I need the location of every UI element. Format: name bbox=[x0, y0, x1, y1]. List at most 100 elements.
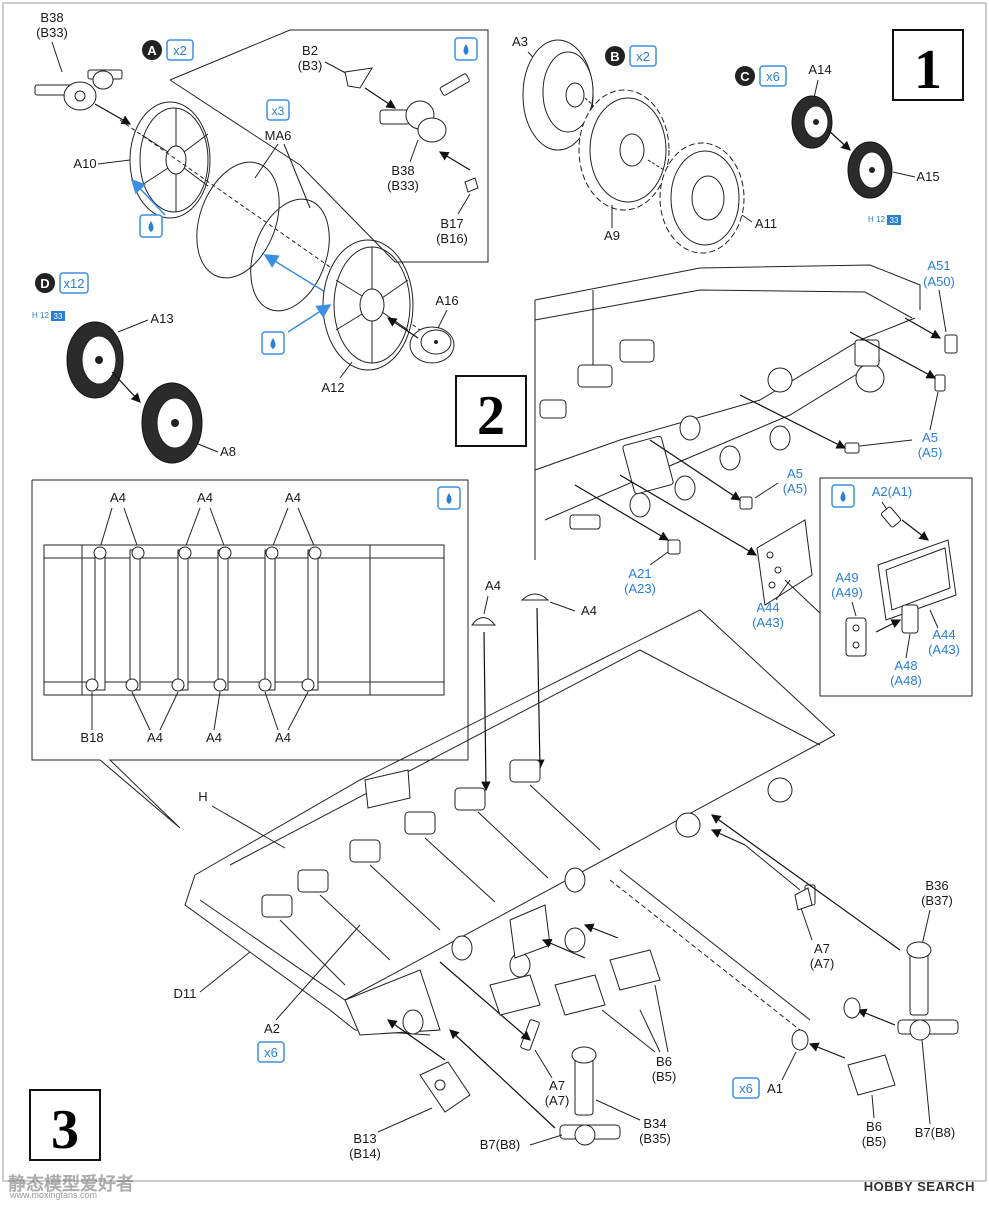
part-ma6-ring-2 bbox=[250, 198, 330, 312]
label-a2: A2 bbox=[264, 1021, 280, 1036]
label-a7-right: A7 bbox=[814, 941, 830, 956]
part-a3-drum bbox=[522, 39, 594, 151]
label-b3: (B3) bbox=[298, 58, 323, 73]
svg-text:12: 12 bbox=[40, 311, 49, 320]
label-d11: D11 bbox=[174, 986, 197, 1001]
part-a9-sprocket bbox=[578, 89, 670, 211]
callout-b-qty-box bbox=[629, 45, 657, 67]
step-number-box-1 bbox=[892, 29, 964, 101]
label-b18: B18 bbox=[80, 730, 103, 745]
part-a8-wheel bbox=[141, 382, 203, 464]
label-b37: (B37) bbox=[921, 893, 953, 908]
label-a44: A44 bbox=[756, 600, 779, 615]
label-a50: (A50) bbox=[923, 274, 955, 289]
label-a3: A3 bbox=[512, 34, 528, 49]
label-a4-bot-2: A4 bbox=[206, 730, 222, 745]
inset-top-view: A4 A4 A4 bbox=[31, 479, 469, 829]
step-2-group: 2 A5 bbox=[455, 258, 973, 697]
label-a43-inset: (A43) bbox=[928, 642, 960, 657]
part-a10-wheel bbox=[129, 101, 211, 219]
step-number-box-2 bbox=[455, 375, 527, 447]
label-b33-mid: (B33) bbox=[387, 178, 419, 193]
label-a49: A49 bbox=[835, 570, 858, 585]
step-1-group: 1 A x2 B38 (B33) A10 bbox=[32, 10, 964, 464]
label-b35: (B35) bbox=[639, 1131, 671, 1146]
label-b38-top: B38 bbox=[40, 10, 63, 25]
label-b38-mid: B38 bbox=[391, 163, 414, 178]
label-b5-right: (B5) bbox=[862, 1134, 887, 1149]
callout-c-circle bbox=[735, 66, 755, 86]
label-b34: B34 bbox=[643, 1116, 666, 1131]
label-b33-top: (B33) bbox=[36, 25, 68, 40]
part-a12-wheel bbox=[322, 239, 414, 371]
callout-b-letter: B bbox=[610, 49, 619, 64]
label-b16: (B16) bbox=[436, 231, 468, 246]
callout-b-circle bbox=[605, 46, 625, 66]
label-a51: A51 bbox=[927, 258, 950, 273]
label-a21: A21 bbox=[628, 566, 651, 581]
paint-code-c: H 12 33 bbox=[868, 215, 901, 225]
label-a4-bot-1: A4 bbox=[147, 730, 163, 745]
label-a16: A16 bbox=[435, 293, 458, 308]
callout-a1-qty-box bbox=[732, 1077, 760, 1099]
callout-c-qty-box bbox=[759, 65, 787, 87]
part-b6-arms bbox=[489, 949, 661, 1016]
label-a13: A13 bbox=[150, 311, 173, 326]
inset-a44-detail: A2(A1) A49 (A49) A44 (A43) A48 (A48) bbox=[819, 477, 973, 697]
part-b38-top bbox=[34, 69, 123, 111]
label-a44-inset: A44 bbox=[932, 627, 955, 642]
label-a43: (A43) bbox=[752, 615, 784, 630]
label-a7-left: A7 bbox=[549, 1078, 565, 1093]
callout-d-qty: x12 bbox=[64, 276, 85, 291]
label-a5-right: A5 bbox=[922, 430, 938, 445]
label-a7-left-p: (A7) bbox=[545, 1093, 570, 1108]
part-hull-h bbox=[184, 609, 836, 1051]
part-hull-top-view bbox=[43, 544, 445, 696]
label-a10: A10 bbox=[73, 156, 96, 171]
label-a15: A15 bbox=[916, 169, 939, 184]
callout-d-circle bbox=[35, 273, 55, 293]
label-h: H bbox=[198, 789, 207, 804]
callout-a-circle bbox=[142, 40, 162, 60]
part-a1-bushing bbox=[791, 997, 861, 1051]
svg-text:33: 33 bbox=[54, 312, 63, 321]
svg-text:H: H bbox=[32, 311, 38, 320]
callout-a2-qty: x6 bbox=[264, 1045, 278, 1060]
watermark-url: www.moxingfans.com bbox=[10, 1190, 98, 1200]
svg-text:H: H bbox=[868, 215, 874, 224]
step-number-3: 3 bbox=[51, 1099, 79, 1161]
label-b17: B17 bbox=[440, 216, 463, 231]
label-a48-p: (A48) bbox=[890, 673, 922, 688]
svg-text:12: 12 bbox=[876, 215, 885, 224]
label-b6-right: B6 bbox=[866, 1119, 882, 1134]
label-b7b8-right: B7(B8) bbox=[915, 1125, 955, 1140]
part-b34-arm-left bbox=[559, 1046, 621, 1146]
part-a14-wheel bbox=[791, 95, 833, 149]
label-a23: (A23) bbox=[624, 581, 656, 596]
label-a48: A48 bbox=[894, 658, 917, 673]
part-hull-side-step2 bbox=[534, 264, 958, 560]
part-b13-bracket bbox=[419, 1061, 471, 1113]
callout-a-qty: x2 bbox=[173, 43, 187, 58]
part-a11-sprocket bbox=[659, 142, 745, 254]
step-3-group: A4 A4 A4 bbox=[29, 479, 959, 1161]
label-a11: A11 bbox=[755, 216, 777, 231]
label-b5-left: (B5) bbox=[652, 1069, 677, 1084]
callout-ma6-qty-box bbox=[266, 99, 290, 121]
step-number-1: 1 bbox=[914, 39, 942, 101]
part-ma6-ring-1 bbox=[196, 161, 280, 279]
callout-d-qty-box bbox=[59, 272, 89, 294]
callout-a2-qty-box bbox=[257, 1041, 285, 1063]
label-a2a1: A2(A1) bbox=[872, 484, 912, 499]
brand-logo: HOBBY SEARCH bbox=[863, 1179, 975, 1194]
part-a16-hubcap bbox=[409, 326, 455, 364]
label-a5-left-p: (A5) bbox=[783, 481, 808, 496]
label-a12: A12 bbox=[321, 380, 344, 395]
label-a4-bot-3: A4 bbox=[275, 730, 291, 745]
callout-c-qty: x6 bbox=[766, 69, 780, 84]
label-a1: A1 bbox=[767, 1081, 783, 1096]
callout-a-letter: A bbox=[147, 43, 157, 58]
label-a8: A8 bbox=[220, 444, 236, 459]
label-a4-top-3: A4 bbox=[285, 490, 301, 505]
label-a4-top-1: A4 bbox=[110, 490, 126, 505]
